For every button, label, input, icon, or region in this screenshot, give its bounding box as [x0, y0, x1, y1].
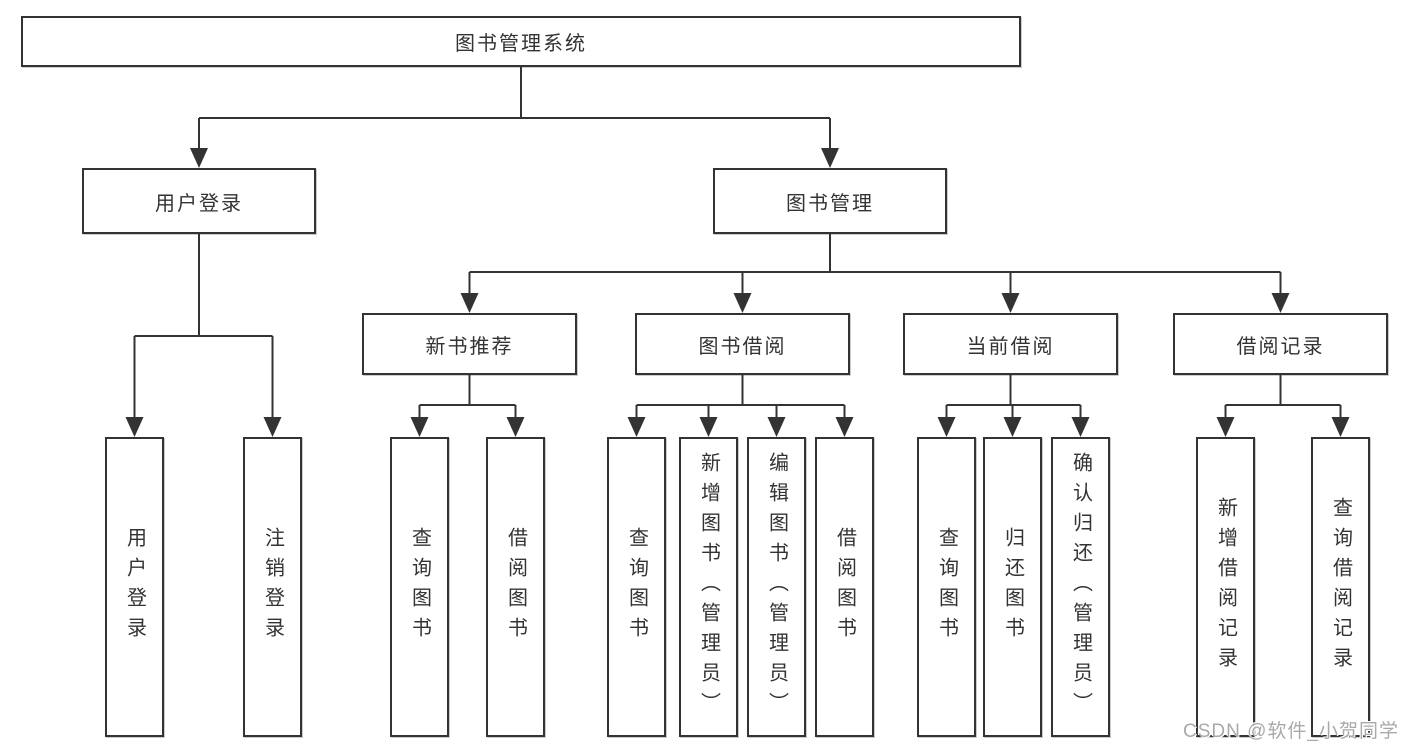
node-label: 新增图书（管理员） — [697, 452, 720, 722]
leaf-recommend-query-books: 查询图书 — [390, 437, 449, 737]
node-current-borrowing: 当前借阅 — [903, 313, 1118, 375]
node-user-login: 用户登录 — [82, 168, 316, 234]
leaf-borrow-query-books: 查询图书 — [607, 437, 666, 737]
leaf-borrow-add-books-admin: 新增图书（管理员） — [679, 437, 738, 737]
node-label: 查询借阅记录 — [1329, 497, 1352, 677]
leaf-current-return-books: 归还图书 — [983, 437, 1042, 737]
arrowheads — [125, 148, 1350, 437]
node-label: 借阅图书 — [504, 527, 527, 647]
leaf-records-add-record: 新增借阅记录 — [1196, 437, 1255, 737]
node-label: 图书管理 — [786, 192, 874, 215]
node-label: 查询图书 — [625, 527, 648, 647]
node-label: 注销登录 — [261, 527, 284, 647]
leaf-logout: 注销登录 — [243, 437, 302, 737]
node-label: 查询图书 — [408, 527, 431, 647]
node-label: 编辑图书（管理员） — [765, 452, 788, 722]
leaf-recommend-borrow-books: 借阅图书 — [486, 437, 545, 737]
leaf-borrow-edit-books-admin: 编辑图书（管理员） — [747, 437, 806, 737]
leaf-user-login: 用户登录 — [105, 437, 164, 737]
node-library-management-system: 图书管理系统 — [21, 16, 1021, 67]
node-label: 借阅图书 — [833, 527, 856, 647]
node-label: 图书管理系统 — [455, 33, 587, 55]
node-book-borrowing: 图书借阅 — [635, 313, 850, 375]
leaf-records-query-record: 查询借阅记录 — [1311, 437, 1370, 737]
node-label: 归还图书 — [1001, 527, 1024, 647]
node-label: 用户登录 — [155, 192, 243, 215]
node-label: 新书推荐 — [425, 335, 514, 358]
node-new-book-recommendation: 新书推荐 — [362, 313, 577, 375]
csdn-watermark: CSDN @软件_小贺同学 — [1183, 721, 1399, 742]
node-borrowing-records: 借阅记录 — [1173, 313, 1388, 375]
leaf-current-confirm-return-admin: 确认归还（管理员） — [1051, 437, 1110, 737]
node-label: 图书借阅 — [698, 335, 787, 358]
leaf-current-query-books: 查询图书 — [917, 437, 976, 737]
node-label: 借阅记录 — [1236, 335, 1325, 358]
node-label: 新增借阅记录 — [1214, 497, 1237, 677]
node-book-management: 图书管理 — [713, 168, 947, 234]
node-label: 用户登录 — [123, 527, 146, 647]
leaf-borrow-borrow-books: 借阅图书 — [815, 437, 874, 737]
node-label: 当前借阅 — [966, 335, 1055, 358]
node-label: 查询图书 — [935, 527, 958, 647]
node-label: 确认归还（管理员） — [1069, 452, 1092, 722]
